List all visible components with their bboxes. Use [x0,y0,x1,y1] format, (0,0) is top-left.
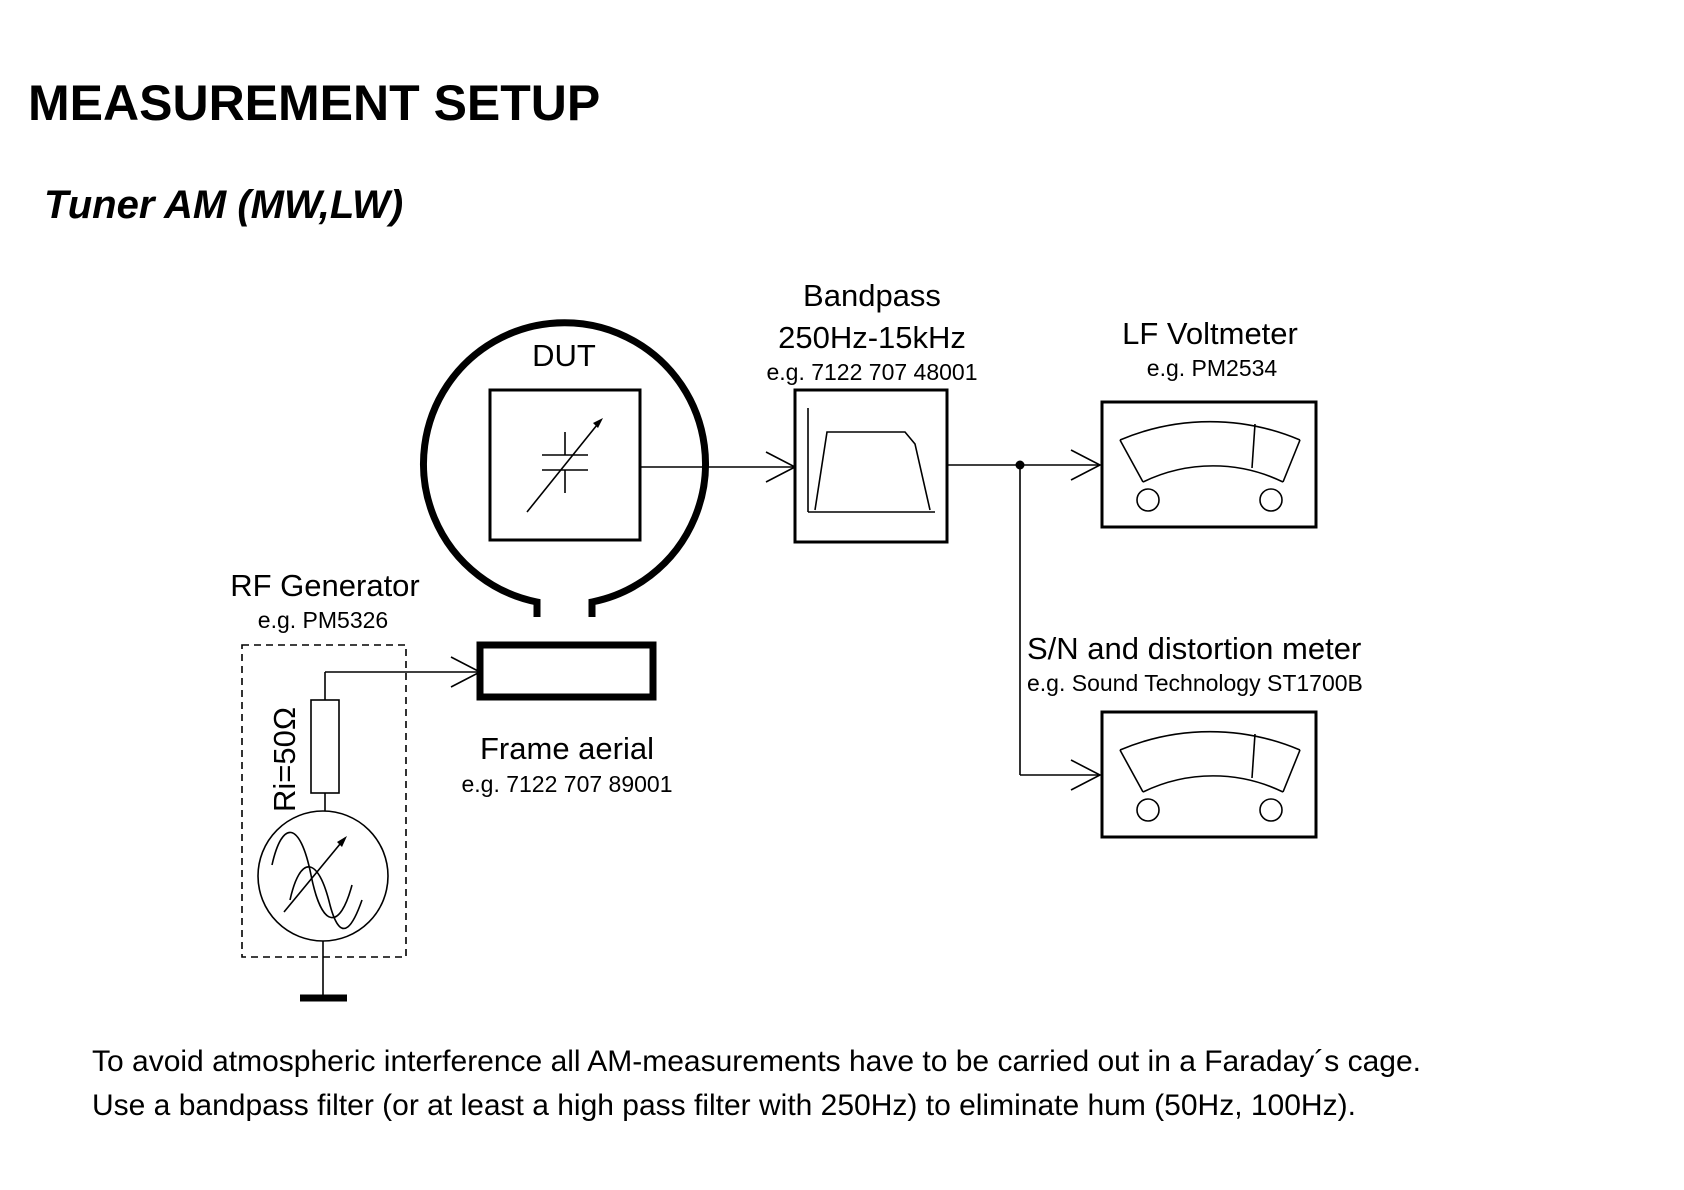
rf-generator-example: e.g. PM5326 [258,607,388,633]
resistor-label: Ri=50Ω [267,707,302,812]
bandpass-label: Bandpass [803,278,941,313]
lf-voltmeter-label: LF Voltmeter [1122,316,1298,351]
lf-voltmeter-box [1100,400,1318,529]
frame-aerial-label: Frame aerial [480,731,654,766]
page-subtitle: Tuner AM (MW,LW) [44,183,403,227]
lf-voltmeter-dial-icon [1119,420,1301,512]
dut-to-bandpass-line [640,451,797,483]
frame-aerial-box [476,641,657,701]
sn-meter-example: e.g. Sound Technology ST1700B [1027,670,1363,696]
lf-voltmeter-example: e.g. PM2534 [1147,355,1278,381]
frame-aerial-example: e.g. 7122 707 89001 [461,771,672,797]
bandpass-response-icon [814,431,931,511]
signal-generator-icon [257,810,389,942]
bandpass-box [793,388,949,544]
rf-generator-to-aerial-line [324,656,482,700]
resistor-icon [310,699,340,811]
page-title: MEASUREMENT SETUP [28,75,600,131]
ground-icon [300,941,347,1002]
note-atmospheric: To avoid atmospheric interference all AM… [92,1045,1421,1078]
bandpass-output-line [947,449,1102,791]
dut-label: DUT [532,338,596,373]
dut-loop [420,319,709,617]
sn-meter-label: S/N and distortion meter [1027,631,1361,666]
sn-meter-dial-icon [1119,730,1301,822]
junction-dot [1015,460,1025,470]
variable-capacitor-icon [526,418,603,513]
rf-generator-enclosure [241,644,407,958]
note-bandpass: Use a bandpass filter (or at least a hig… [92,1089,1356,1122]
sn-meter-box [1100,710,1318,839]
rf-generator-label: RF Generator [230,568,420,603]
bandpass-range: 250Hz-15kHz [778,320,966,355]
bandpass-example: e.g. 7122 707 48001 [766,359,977,385]
